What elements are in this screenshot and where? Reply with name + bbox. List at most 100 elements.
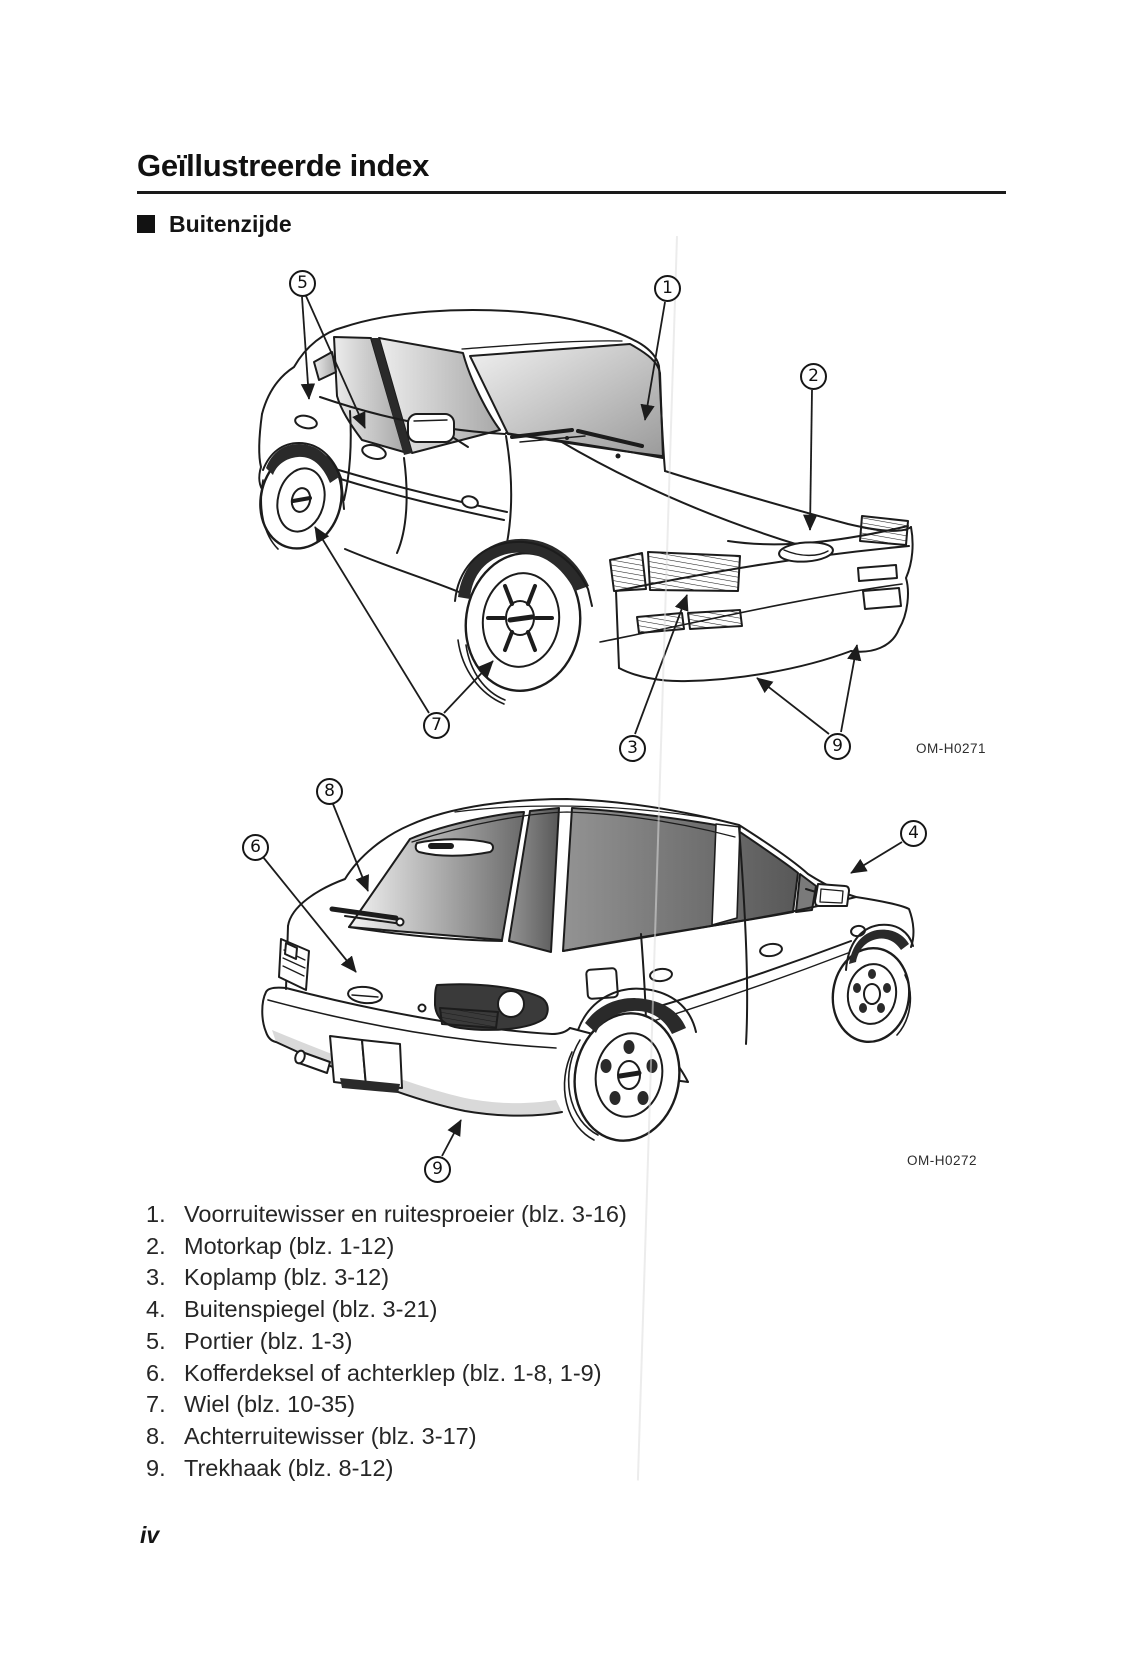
tailgate-lock	[417, 1003, 427, 1013]
legend-item-text: Koplamp (blz. 3-12)	[184, 1264, 390, 1291]
callout-3: 3	[619, 735, 646, 762]
front-wheel	[454, 538, 593, 705]
tow-hook	[294, 1035, 403, 1093]
legend-item-text: Buitenspiegel (blz. 3-21)	[184, 1296, 438, 1323]
bumper-left-seam	[615, 590, 620, 669]
right-taillight	[434, 983, 549, 1031]
rear-wheel-large	[563, 987, 697, 1142]
rear-door-handle-2	[649, 967, 673, 983]
glass-bottom-edge	[348, 926, 503, 942]
front-door-seam-2	[738, 826, 749, 1045]
legend-item-number: 4.	[146, 1296, 166, 1323]
callout-8: 8	[316, 778, 343, 805]
legend-item: 3. Koplamp (blz. 3-12)	[146, 1262, 627, 1294]
legend-item-number: 3.	[146, 1264, 166, 1291]
fender-repeater-lamp	[461, 495, 479, 509]
callout-2: 2	[800, 363, 827, 390]
callout-7: 7	[423, 712, 450, 739]
hood-crease	[559, 440, 803, 547]
car-front-line-art	[258, 308, 914, 705]
figure1-leader-lines	[300, 295, 862, 735]
bumper-lamps	[599, 564, 903, 643]
legend-item: 2. Motorkap (blz. 1-12)	[146, 1231, 627, 1263]
b-pillar	[371, 338, 412, 455]
legend-item-text: Trekhaak (blz. 8-12)	[184, 1454, 394, 1481]
front-door-handle	[361, 444, 387, 460]
roof-drip-line	[461, 340, 623, 350]
side-door-glass	[562, 807, 799, 952]
front-exterior-diagram	[258, 295, 914, 735]
front-door-seam-front	[504, 435, 513, 554]
legend-item-number: 8.	[146, 1422, 166, 1449]
front-door-seam-rear	[396, 457, 408, 554]
windshield-wipers	[510, 428, 644, 459]
section-header: Buitenzijde	[137, 211, 292, 237]
legend-item-text: Portier (blz. 1-3)	[184, 1327, 353, 1354]
legend-list: 1.Voorruitewisser en ruitesproeier (blz.…	[146, 1199, 627, 1484]
side-molding-rear-view-2	[649, 952, 849, 1023]
rear-body-edge	[258, 413, 265, 493]
windshield-glass	[469, 343, 664, 459]
bumper-skirt-shade	[272, 1030, 562, 1116]
legend-item: 5.Portier (blz. 1-3)	[146, 1326, 627, 1358]
left-taillight	[278, 938, 310, 991]
side-molding-rear-view	[646, 940, 852, 1011]
legend-item-text: Kofferdeksel of achterklep (blz. 1-8, 1-…	[184, 1359, 602, 1386]
legend-item-text: Voorruitewisser en ruitesproeier (blz. 3…	[184, 1201, 627, 1227]
callout-4: 4	[900, 820, 927, 847]
figure1-code: OM-H0271	[916, 741, 987, 756]
rear-door-seam	[343, 410, 352, 501]
section-title: Buitenzijde	[169, 210, 292, 237]
figure2-leader-lines	[262, 803, 903, 1157]
roof-silhouette	[261, 308, 666, 472]
legend-item: 9. Trekhaak (blz. 8-12)	[146, 1453, 627, 1485]
side-mirror-rear-view	[805, 883, 850, 907]
page-title: Geïllustreerde index	[137, 148, 430, 183]
rear-door-handle	[294, 414, 318, 430]
legend-item: 8. Achterruitewisser (blz. 3-17)	[146, 1421, 627, 1453]
front-fascia-right	[850, 526, 914, 653]
legend-item-text: Wiel (blz. 10-35)	[184, 1391, 356, 1418]
fuel-door	[585, 967, 619, 1000]
legend-item-number: 2.	[146, 1232, 166, 1259]
bumper-left-cap	[261, 986, 287, 1043]
quarter-glass	[508, 807, 560, 953]
spoiler-garnish	[414, 838, 494, 857]
front-wheel-small	[831, 923, 914, 1044]
license-garnish	[347, 985, 383, 1005]
headlamps	[609, 515, 909, 592]
rear-wiper	[329, 906, 405, 927]
legend-item-number: 6.	[146, 1359, 166, 1386]
title-underline	[137, 191, 1006, 194]
windshield-sliver	[795, 873, 817, 913]
rear-exterior-diagram	[261, 798, 915, 1157]
front-door-handle-2	[759, 942, 783, 958]
rear-silhouette	[287, 798, 915, 948]
legend-item: 4. Buitenspiegel (blz. 3-21)	[146, 1294, 627, 1326]
legend-item-text: Motorkap (blz. 1-12)	[184, 1232, 395, 1259]
roof-drip-line-rear	[411, 811, 736, 843]
rear-wheel	[259, 442, 345, 550]
side-molding-2	[333, 476, 505, 521]
legend-item-text: Achterruitewisser (blz. 3-17)	[184, 1422, 477, 1449]
bumper-groove	[267, 999, 557, 1049]
b-pillar-rear-view	[711, 823, 741, 926]
legend-item: 6. Kofferdeksel of achterklep (blz. 1-8, …	[146, 1358, 627, 1390]
side-mirror	[407, 413, 469, 448]
grille	[778, 541, 834, 563]
side-molding	[331, 467, 508, 513]
square-bullet-icon	[137, 215, 155, 233]
callout-9-front: 9	[824, 733, 851, 760]
legend-item: 1.Voorruitewisser en ruitesproeier (blz.…	[146, 1199, 627, 1231]
page-number: iv	[140, 1522, 160, 1548]
callout-1: 1	[654, 275, 681, 302]
legend-item-number: 7.	[146, 1391, 166, 1418]
figure2-code: OM-H0272	[907, 1153, 978, 1168]
quarter-window	[313, 351, 337, 381]
legend-item-number: 9.	[146, 1454, 166, 1481]
bumper-bottom	[618, 650, 852, 683]
callout-9-rear: 9	[424, 1156, 451, 1183]
callout-6: 6	[242, 834, 269, 861]
car-rear-line-art	[261, 798, 915, 1142]
